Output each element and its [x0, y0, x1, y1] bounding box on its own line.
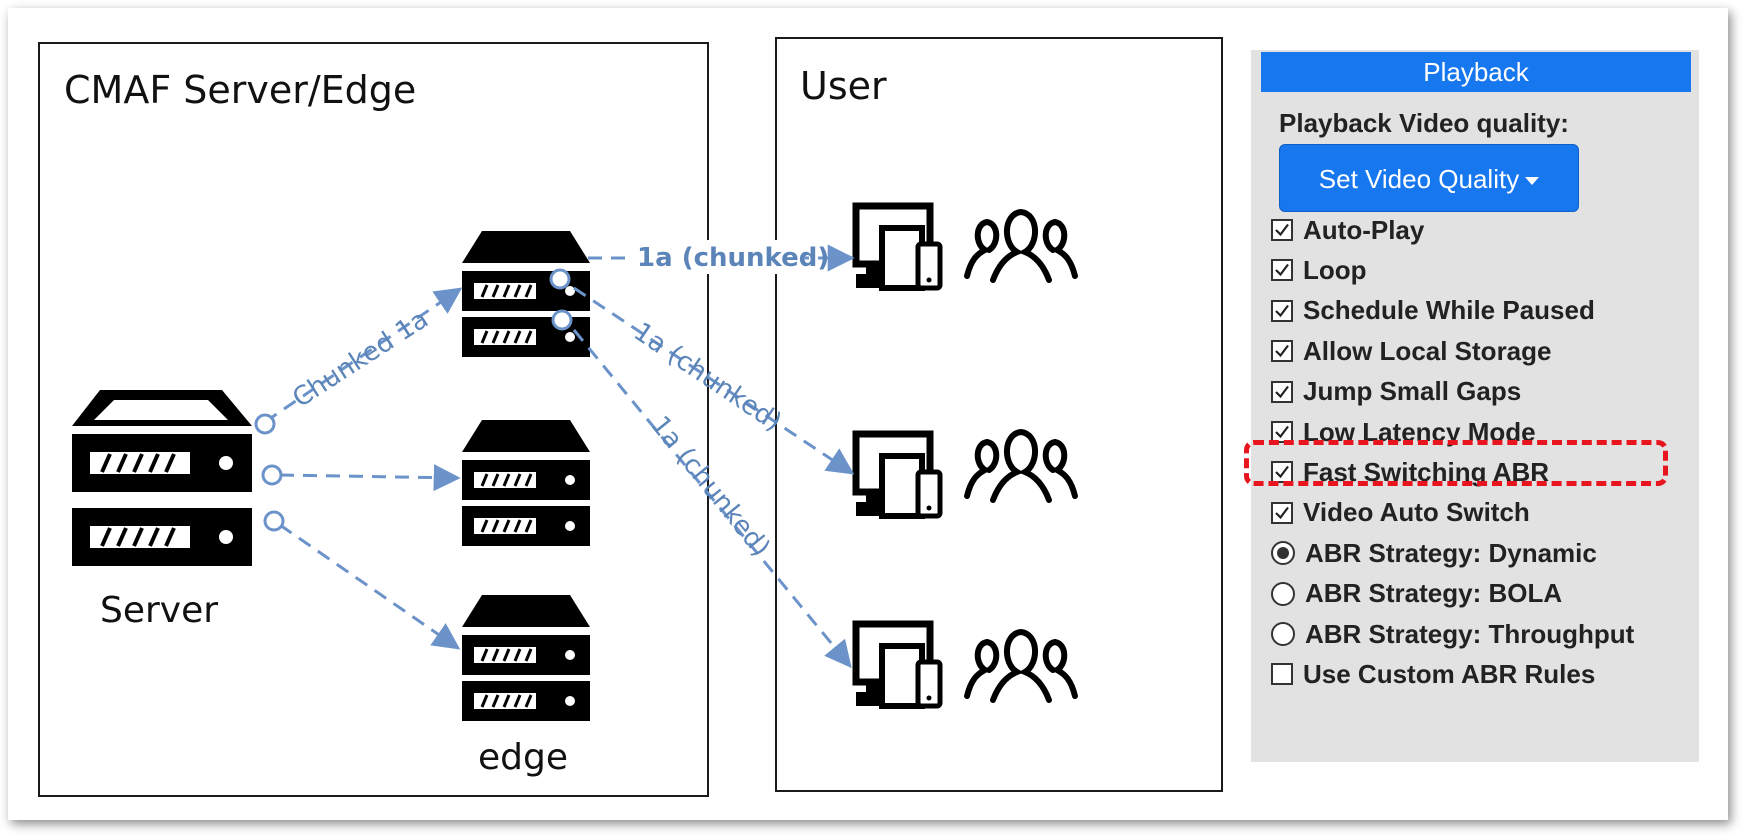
- radio-icon[interactable]: [1271, 541, 1295, 566]
- port-server-middle: [261, 464, 283, 486]
- edge-label: edge: [478, 737, 568, 778]
- checkbox-icon[interactable]: [1271, 663, 1293, 686]
- arrow-edge-to-user-middle: [573, 286, 855, 475]
- checkbox-loop[interactable]: Loop: [1271, 250, 1367, 290]
- radio-abr-strategy-throughput[interactable]: ABR Strategy: Throughput: [1271, 614, 1634, 654]
- checkbox-allow-local-storage[interactable]: Allow Local Storage: [1271, 331, 1552, 371]
- radio-abr-strategy-bola[interactable]: ABR Strategy: BOLA: [1271, 574, 1562, 614]
- checkbox-schedule-while-paused[interactable]: Schedule While Paused: [1271, 291, 1595, 331]
- flow-label-top: 1a (chunked): [637, 243, 829, 273]
- checkbox-auto-play[interactable]: Auto-Play: [1271, 210, 1424, 250]
- edge-server-icon-bottom: [462, 595, 590, 721]
- arrow-server-to-edge-middle: [279, 464, 461, 492]
- radio-icon[interactable]: [1271, 581, 1295, 606]
- arrow-edge-to-user-bottom: [572, 329, 852, 669]
- playback-header: Playback: [1261, 52, 1691, 92]
- devices-icon-top: [856, 206, 940, 288]
- checkbox-icon[interactable]: [1271, 501, 1293, 524]
- option-label: Allow Local Storage: [1303, 335, 1552, 366]
- server-label: Server: [100, 590, 219, 631]
- radio-abr-strategy-dynamic[interactable]: ABR Strategy: Dynamic: [1271, 533, 1597, 573]
- set-video-quality-label: Set Video Quality: [1318, 164, 1520, 194]
- devices-icon-bottom: [856, 624, 940, 706]
- low-latency-highlight: [1244, 440, 1668, 486]
- checkbox-icon[interactable]: [1271, 299, 1293, 322]
- option-label: ABR Strategy: BOLA: [1305, 578, 1563, 609]
- checkbox-icon[interactable]: [1271, 380, 1293, 403]
- option-label: Loop: [1303, 254, 1367, 285]
- port-edge-1: [549, 268, 571, 290]
- checkbox-use-custom-abr-rules[interactable]: Use Custom ABR Rules: [1271, 654, 1595, 694]
- checkbox-jump-small-gaps[interactable]: Jump Small Gaps: [1271, 372, 1521, 412]
- option-label: ABR Strategy: Throughput: [1305, 618, 1635, 649]
- checkbox-icon[interactable]: [1271, 340, 1293, 363]
- arrow-server-to-edge-bottom: [279, 523, 461, 650]
- user-title: User: [800, 64, 887, 108]
- caret-down-icon: [1525, 177, 1540, 186]
- radio-icon[interactable]: [1271, 622, 1295, 646]
- edge-server-icon-top: [462, 231, 590, 357]
- flow-label-bottom: 1a (chunked): [645, 411, 776, 563]
- people-icon-middle: [967, 432, 1075, 500]
- server-icon: [70, 390, 254, 568]
- people-icon-bottom: [967, 632, 1075, 700]
- people-icon-top: [967, 212, 1075, 280]
- option-label: Jump Small Gaps: [1303, 376, 1522, 407]
- arrow-server-to-edge-top: [264, 287, 463, 424]
- server-edge-title: CMAF Server/Edge: [64, 68, 417, 112]
- flow-label-middle: 1a (chunked): [628, 317, 787, 438]
- checkbox-icon[interactable]: [1271, 219, 1293, 241]
- option-label: Use Custom ABR Rules: [1303, 658, 1596, 689]
- port-server-top: [254, 413, 276, 435]
- option-label: Auto-Play: [1303, 214, 1425, 245]
- checkbox-icon[interactable]: [1271, 259, 1293, 282]
- video-quality-label: Playback Video quality:: [1279, 108, 1569, 138]
- port-server-bottom: [263, 510, 285, 532]
- flow-label-chunked-1a: Chunked 1a: [287, 304, 433, 414]
- option-label: ABR Strategy: Dynamic: [1305, 537, 1597, 568]
- set-video-quality-button[interactable]: Set Video Quality: [1279, 144, 1579, 212]
- port-edge-2: [551, 309, 573, 331]
- playback-settings-panel: Playback Playback Video quality: Set Vid…: [1251, 50, 1699, 762]
- checkbox-video-auto-switch[interactable]: Video Auto Switch: [1271, 493, 1530, 533]
- devices-icon-middle: [856, 434, 940, 516]
- option-label: Schedule While Paused: [1303, 295, 1595, 326]
- option-label: Video Auto Switch: [1303, 497, 1530, 528]
- edge-server-icon-middle: [462, 420, 590, 546]
